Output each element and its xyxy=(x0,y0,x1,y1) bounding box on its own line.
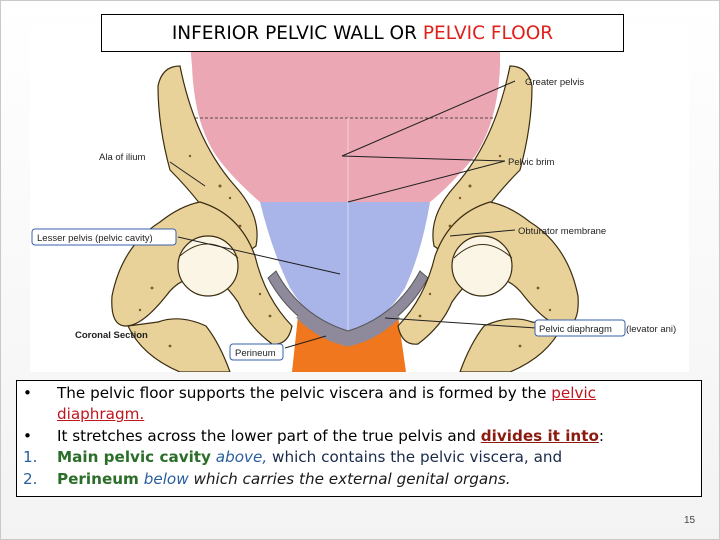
pelvic-diaphragm-link-part-1: pelvic xyxy=(551,384,597,402)
below-term: below xyxy=(143,469,189,488)
bullet-line-1: • The pelvic floor supports the pelvic v… xyxy=(21,383,697,404)
label-pelvic-diaphragm: Pelvic diaphragm xyxy=(539,324,612,335)
main-pelvic-cavity-term: Main pelvic cavity xyxy=(57,448,211,467)
item-1-marker: 1. xyxy=(23,448,38,467)
bullet-marker: • xyxy=(23,384,32,402)
numbered-item-1: 1. Main pelvic cavity above, which conta… xyxy=(21,447,697,468)
greater-pelvis-region xyxy=(190,44,500,202)
divides-it-into-emphasis: divides it into xyxy=(480,426,599,445)
numbered-item-2: 2. Perineum below which carries the exte… xyxy=(21,469,697,490)
title-part-1: INFERIOR PELVIC WALL OR xyxy=(171,22,423,44)
bullet-2-colon: : xyxy=(598,426,605,445)
item-2-marker: 2. xyxy=(23,469,38,488)
page-number: 15 xyxy=(684,515,696,526)
title-part-2: PELVIC FLOOR xyxy=(422,22,554,44)
bullet-line-2: • It stretches across the lower part of … xyxy=(21,426,697,447)
label-pelvic-brim: Pelvic brim xyxy=(508,157,555,168)
content-text-box: • The pelvic floor supports the pelvic v… xyxy=(16,380,702,497)
pelvic-diaphragm-link-part-2: diaphragm. xyxy=(57,405,145,424)
lesser-pelvis-region xyxy=(260,202,430,336)
bullet-marker: • xyxy=(23,426,32,445)
item-1-text: which contains the pelvic viscera, and xyxy=(267,448,563,467)
bullet-1-text: The pelvic floor supports the pelvic vis… xyxy=(57,384,552,402)
slide-title: INFERIOR PELVIC WALL OR PELVIC FLOOR xyxy=(101,14,624,52)
bullet-line-1-continued: diaphragm. xyxy=(21,404,697,425)
label-levator-ani: (levator ani) xyxy=(626,324,676,335)
left-femur xyxy=(127,318,231,372)
label-greater-pelvis: Greater pelvis xyxy=(525,77,584,88)
pelvis-coronal-section-figure: Greater pelvis Ala of ilium Pelvic brim … xyxy=(30,26,689,372)
above-term: above, xyxy=(215,448,268,467)
label-obturator-membrane: Obturator membrane xyxy=(518,226,606,237)
label-ala-of-ilium: Ala of ilium xyxy=(99,152,146,163)
label-coronal-section: Coronal Section xyxy=(75,330,148,341)
label-perineum: Perineum xyxy=(235,348,276,359)
item-2-text: which carries the external genital organ… xyxy=(188,469,511,488)
bullet-2-text: It stretches across the lower part of th… xyxy=(57,426,481,445)
label-lesser-pelvis: Lesser pelvis (pelvic cavity) xyxy=(37,233,153,244)
perineum-term: Perineum xyxy=(57,469,139,488)
